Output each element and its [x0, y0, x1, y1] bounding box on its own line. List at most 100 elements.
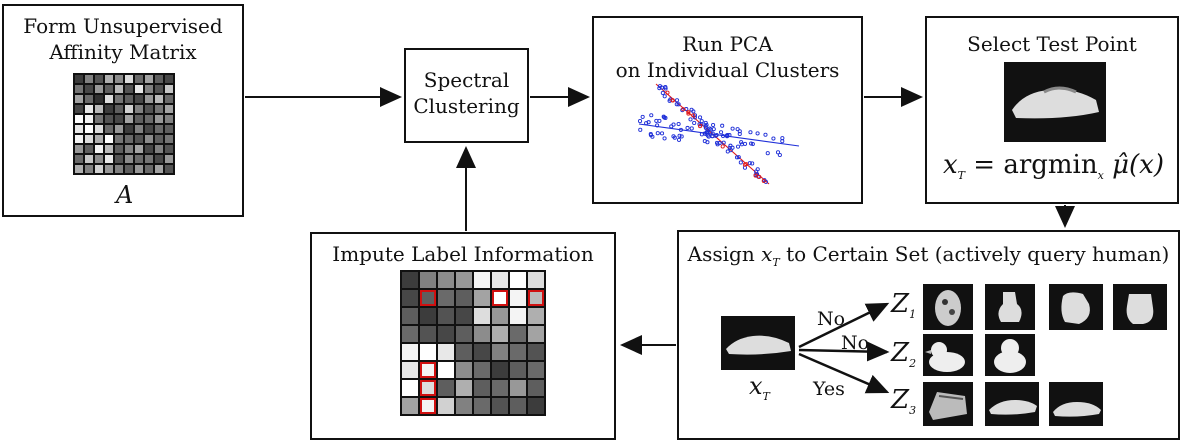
pca-scatter-plot — [638, 83, 800, 185]
scatter-point — [780, 139, 785, 144]
scatter-point — [725, 134, 730, 139]
edge-label-no-1: No — [817, 308, 846, 330]
matrix-a-cell — [95, 135, 103, 143]
edge-label-no-2: No — [841, 332, 870, 354]
spectral-clustering-box: Spectral Clustering — [404, 48, 529, 143]
scatter-point — [688, 117, 693, 122]
scatter-point — [721, 133, 726, 139]
matrix-a-cell — [135, 145, 143, 153]
matrix-b-cell — [528, 272, 544, 288]
matrix-a-cell — [155, 105, 163, 113]
scatter-point — [649, 113, 654, 118]
matrix-b-cell — [528, 308, 544, 324]
scatter-point — [706, 134, 711, 139]
scatter-point — [747, 161, 752, 166]
scatter-point — [755, 131, 760, 136]
matrix-b-cell — [438, 362, 454, 378]
matrix-b-cell — [402, 272, 418, 288]
matrix-a-cell — [165, 75, 173, 83]
matrix-b-cell — [492, 380, 508, 396]
matrix-a-cell — [155, 145, 163, 153]
matrix-a-cell — [85, 105, 93, 113]
matrix-a-cell — [115, 115, 123, 123]
outlier-point — [686, 111, 691, 116]
matrix-b-cell — [420, 272, 436, 288]
matrix-b-cell — [474, 290, 490, 306]
pca-axis-cluster-2 — [655, 83, 770, 185]
matrix-a-cell — [135, 95, 143, 103]
matrix-a-cell — [95, 95, 103, 103]
matrix-b-cell — [510, 380, 526, 396]
matrix-b-cell — [528, 380, 544, 396]
matrix-a-cell — [145, 165, 153, 173]
scatter-point — [710, 131, 715, 136]
matrix-b-cell — [510, 326, 526, 342]
scatter-point — [692, 120, 697, 125]
matrix-b-cell — [510, 362, 526, 378]
matrix-a-cell — [95, 165, 103, 173]
matrix-b-cell — [402, 398, 418, 414]
scatter-point — [698, 115, 703, 120]
scatter-point — [714, 132, 719, 138]
matrix-a-cell — [165, 135, 173, 143]
scatter-point — [671, 134, 676, 139]
assignment-arrows — [798, 302, 890, 394]
matrix-a-cell — [85, 145, 93, 153]
matrix-a-cell — [75, 105, 83, 113]
matrix-a-cell — [115, 155, 123, 163]
matrix-b-cell — [456, 362, 472, 378]
matrix-b-cell — [510, 290, 526, 306]
box1-title-line2: Affinity Matrix — [49, 40, 197, 64]
scatter-point — [765, 151, 770, 156]
matrix-b-cell — [456, 344, 472, 360]
matrix-a-cell — [105, 125, 113, 133]
scatter-point — [730, 145, 735, 150]
matrix-a-cell — [125, 75, 133, 83]
scatter-point — [719, 130, 724, 135]
matrix-a-cell — [105, 145, 113, 153]
matrix-a-cell — [85, 125, 93, 133]
matrix-a-cell — [105, 165, 113, 173]
scatter-point — [755, 167, 760, 172]
matrix-a-cell — [85, 95, 93, 103]
matrix-a-cell — [125, 105, 133, 113]
box3-title-line2: on Individual Clusters — [615, 58, 840, 82]
highlighted-cell — [420, 380, 436, 396]
matrix-b-cell — [474, 380, 490, 396]
scatter-point — [675, 98, 680, 103]
scatter-point — [748, 130, 753, 135]
matrix-b-cell — [456, 380, 472, 396]
matrix-b-cell — [402, 290, 418, 306]
matrix-b-cell — [528, 344, 544, 360]
matrix-a-cell — [85, 115, 93, 123]
scatter-point — [737, 131, 742, 137]
scatter-point — [657, 118, 662, 123]
matrix-a-cell — [145, 135, 153, 143]
scatter-point — [777, 152, 782, 158]
scatter-point — [660, 90, 665, 96]
matrix-a-cell — [145, 75, 153, 83]
highlighted-cell — [528, 290, 544, 306]
matrix-b-cell — [528, 290, 544, 306]
matrix-b-cell — [510, 272, 526, 288]
matrix-a-cell — [145, 95, 153, 103]
box1-title-line1: Form Unsupervised — [23, 14, 223, 38]
matrix-a-cell — [95, 145, 103, 153]
scatter-point — [699, 119, 704, 124]
matrix-b-cell — [474, 398, 490, 414]
matrix-a-cell — [85, 85, 93, 93]
matrix-a-cell — [95, 155, 103, 163]
pca-axis-cluster-1 — [638, 123, 800, 147]
matrix-a-cell — [155, 75, 163, 83]
matrix-b-cell — [456, 290, 472, 306]
scatter-point — [655, 131, 660, 136]
matrix-a-cell — [155, 165, 163, 173]
set-z1-label: Z1 — [891, 289, 917, 322]
matrix-a-cell — [145, 155, 153, 163]
matrix-b-cell — [528, 398, 544, 414]
scatter-point — [721, 140, 726, 145]
highlighted-cell — [420, 362, 436, 378]
scatter-point — [662, 94, 667, 99]
scatter-point — [676, 121, 681, 127]
outlier-point — [742, 162, 747, 167]
